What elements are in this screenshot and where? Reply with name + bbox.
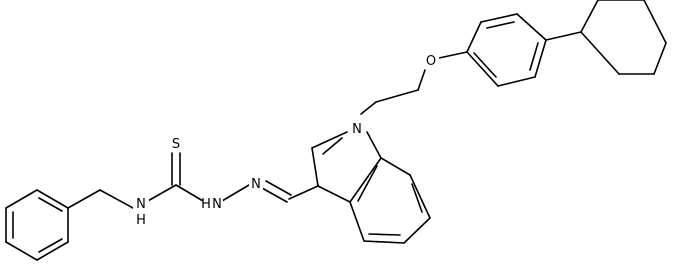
bond-inner [411,183,423,213]
bond [580,0,599,33]
bond [67,189,101,209]
svg-text:N: N [352,122,362,137]
bond-inner [38,197,63,212]
bond [366,131,382,159]
bond [409,174,431,219]
double-bond [265,180,292,196]
bond-inner [529,42,539,71]
double-bond [261,187,288,203]
bond [580,31,620,75]
bond [497,76,536,87]
amine-nitrogen-benzyl: N H [133,195,149,228]
thiosemicarbazone-linker [145,152,319,203]
bond [516,13,547,41]
bond [363,240,405,244]
svg-text:N: N [212,197,222,212]
bond [99,189,134,209]
bond [375,89,419,103]
bond-inner [357,165,378,202]
phenyl-ring [466,13,582,87]
bond [643,0,667,44]
bond [653,42,667,75]
bond [5,189,38,209]
benzyl-group [5,189,134,261]
svg-text:H: H [136,213,146,228]
bond-inner [486,21,515,29]
bond [438,51,468,59]
bond [480,13,518,23]
bond [417,69,426,91]
bond [534,39,547,78]
bond [311,131,348,149]
bond [5,241,38,261]
indole-ring [311,131,431,244]
cyclohexyl-ring [580,0,667,75]
svg-text:S: S [172,137,180,152]
bond [349,157,382,203]
sulfur-atom: S [169,135,183,152]
ether-oxygen: O [423,52,439,69]
svg-text:N: N [136,197,146,212]
atom-labels: S N H H N N N O [133,52,439,228]
bond [380,157,411,176]
bond [360,101,377,115]
bond [466,21,482,53]
bond-inner [473,52,497,78]
bond [545,31,582,41]
svg-text:H: H [201,197,211,212]
bond [466,51,499,87]
bond-inner [38,238,63,253]
bond-inner [368,233,401,236]
bond [288,185,319,200]
imine-nitrogen: N [249,175,263,192]
bond [36,241,69,261]
svg-text:N: N [251,177,261,192]
bond [349,201,365,242]
bond-inner [322,137,343,155]
bond [36,189,69,209]
bond [145,184,177,203]
ethoxy-chain [360,51,468,115]
svg-text:O: O [426,54,436,69]
indole-nitrogen: N [350,120,366,137]
bond [311,147,319,187]
bond [221,184,250,202]
bond [317,185,351,203]
bond [403,217,431,244]
hydrazine-nitrogen-nh: H N [201,195,223,212]
bond [175,184,204,202]
